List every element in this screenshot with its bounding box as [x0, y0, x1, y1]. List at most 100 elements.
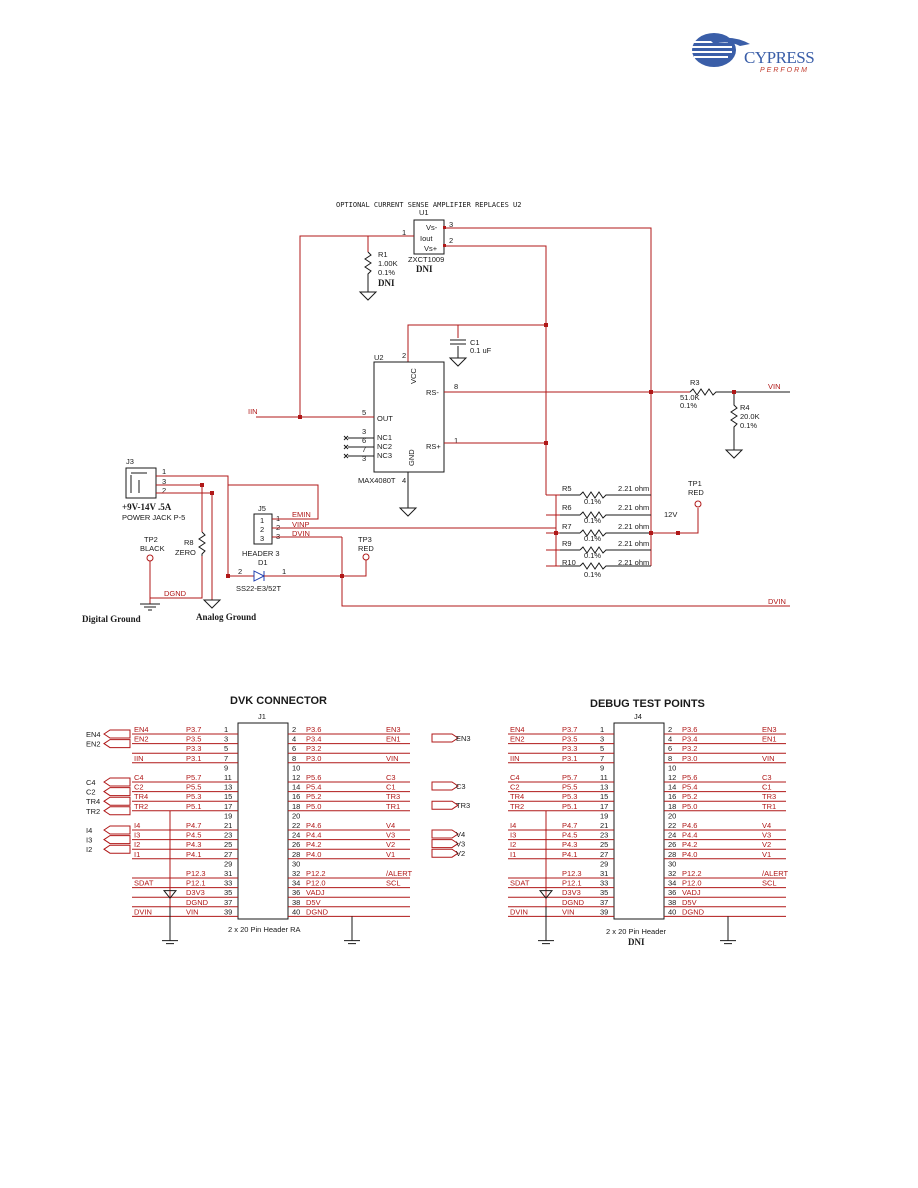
j3-body [125, 467, 157, 499]
dvk-pin-38: 38 [292, 898, 300, 907]
dvk-net-27: I1 [134, 850, 140, 859]
dgnd-label: DGND [164, 589, 187, 598]
dvk-net-33: SDAT [134, 879, 154, 888]
r8-ref: R8 [184, 538, 194, 547]
debug-port-36: VADJ [682, 888, 701, 897]
debug-pin-24: 24 [668, 831, 676, 840]
dvk-net-8: VIN [386, 754, 399, 763]
debug-pin-34: 34 [668, 879, 676, 888]
dvk-port-4: P3.4 [306, 735, 321, 744]
dvk-pin-35: 35 [224, 888, 232, 897]
r8-value: ZERO [175, 548, 196, 557]
debug-pin-15: 15 [600, 792, 608, 801]
debug-port-32: P12.2 [682, 869, 702, 878]
dvk-net-12: C3 [386, 773, 396, 782]
logo-tagline: PERFORM [760, 67, 809, 74]
debug-net-25: I2 [510, 840, 516, 849]
debug-pin-25: 25 [600, 840, 608, 849]
r4-value: 20.0K [740, 412, 760, 421]
u1-ref: U1 [419, 208, 429, 217]
j3-desc1: +9V-14V .5A [122, 502, 172, 512]
dvk-pin-19: 19 [224, 811, 232, 820]
iin-label: IIN [248, 407, 258, 416]
debug-pin-39: 39 [600, 907, 608, 916]
debug-net-14: C1 [762, 783, 772, 792]
r4-tol: 0.1% [740, 421, 757, 430]
u2-rsp: RS+ [426, 442, 441, 451]
u2-vcc: VCC [409, 368, 418, 384]
dvk-offpage-left-7 [103, 835, 131, 845]
dvk-gnd-right [344, 916, 360, 945]
debug-pin-1: 1 [600, 725, 604, 734]
debug-dni: DNI [628, 937, 645, 947]
dvk-net-28: V1 [386, 850, 395, 859]
dvk-offpage-left-2 [103, 777, 131, 787]
dvk-ext-right-tr3: TR3 [456, 801, 470, 810]
u1-pin3: 3 [449, 220, 453, 229]
optional-note: OPTIONAL CURRENT SENSE AMPLIFIER REPLACE… [336, 201, 521, 209]
u2-ref: U2 [374, 353, 384, 362]
r7-tol: 0.1% [584, 534, 601, 543]
debug-port-13: P5.5 [562, 783, 577, 792]
dvk-port-36: VADJ [306, 888, 325, 897]
dvk-offpage-right-2 [431, 800, 459, 810]
dvk-net-17: TR2 [134, 802, 148, 811]
dvk-port-26: P4.2 [306, 840, 321, 849]
dvk-offpage-left-1 [103, 739, 131, 749]
dvk-net-32: /ALERT [386, 869, 413, 878]
j5-net-vinp: VINP [292, 520, 310, 529]
dvk-port-5: P3.3 [186, 744, 201, 753]
dvk-port-31: P12.3 [186, 869, 206, 878]
svg-text:3: 3 [260, 534, 264, 543]
debug-net-1: EN4 [510, 725, 525, 734]
svg-text:3: 3 [362, 427, 366, 436]
dvk-ext-right-c3: C3 [456, 782, 466, 791]
j3-desc2: POWER JACK P-5 [122, 513, 185, 522]
dvk-port-14: P5.4 [306, 783, 321, 792]
r10-tol: 0.1% [584, 570, 601, 579]
debug-pin-3: 3 [600, 735, 604, 744]
debug-caption: 2 x 20 Pin Header [606, 927, 667, 936]
svg-text:4: 4 [402, 476, 406, 485]
debug-port-24: P4.4 [682, 831, 697, 840]
debug-port-22: P4.6 [682, 821, 697, 830]
debug-port-33: P12.1 [562, 879, 582, 888]
debug-port-12: P5.6 [682, 773, 697, 782]
u1-dni: DNI [416, 264, 433, 274]
dvk-ext-left-c4: C4 [86, 778, 96, 787]
debug-net-33: SDAT [510, 879, 530, 888]
debug-pin-35: 35 [600, 888, 608, 897]
debug-ref: J4 [634, 712, 642, 721]
u1-pin1: 1 [402, 228, 406, 237]
dvk-net-3: EN2 [134, 735, 149, 744]
j5-body [253, 513, 273, 545]
debug-header-body [613, 722, 665, 920]
dvk-port-23: P4.5 [186, 831, 201, 840]
debug-port-6: P3.2 [682, 744, 697, 753]
r5-tol: 0.1% [584, 497, 601, 506]
dvk-ext-left-tr4: TR4 [86, 797, 100, 806]
dvk-pin-28: 28 [292, 850, 300, 859]
debug-pin-11: 11 [600, 773, 608, 782]
debug-pin-26: 26 [668, 840, 676, 849]
debug-port-34: P12.0 [682, 879, 702, 888]
dvk-pin-37: 37 [224, 898, 232, 907]
tp2-color: BLACK [140, 544, 165, 553]
dvk-port-27: P4.1 [186, 850, 201, 859]
j5-ref: J5 [258, 504, 266, 513]
dvk-net-15: TR4 [134, 792, 148, 801]
dvk-ext-left-en2: EN2 [86, 740, 101, 749]
r1-value: 1.00K [378, 259, 398, 268]
dvk-offpage-left-5 [103, 806, 131, 816]
debug-pin-8: 8 [668, 754, 672, 763]
debug-net-39: DVIN [510, 907, 528, 916]
dvk-net-23: I3 [134, 831, 140, 840]
dvk-net-22: V4 [386, 821, 395, 830]
debug-net-27: I1 [510, 850, 516, 859]
dvk-pin-27: 27 [224, 850, 232, 859]
dvk-pin-24: 24 [292, 831, 300, 840]
dvk-port-28: P4.0 [306, 850, 321, 859]
debug-net-15: TR4 [510, 792, 524, 801]
dvk-port-37: DGND [186, 898, 209, 907]
